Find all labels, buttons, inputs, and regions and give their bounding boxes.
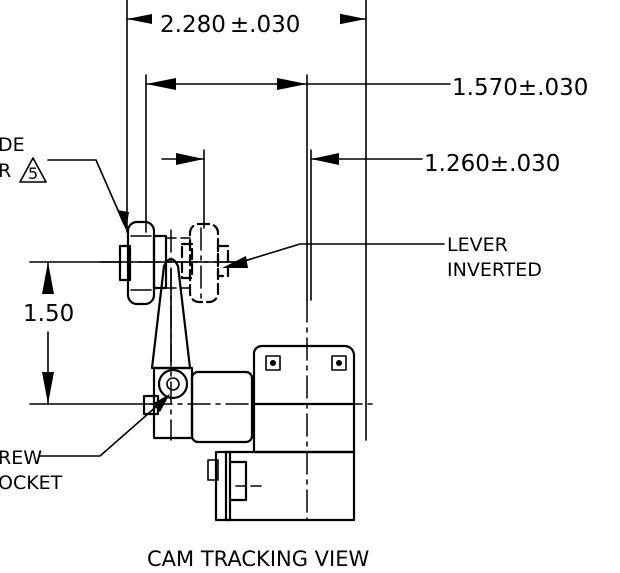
flag-note-number: 5 [28,164,38,183]
screw-note-line1: REW [0,447,42,469]
roller-solid [118,220,168,306]
roller-inverted [165,222,230,304]
dimension-vertical: 1.50 [23,261,241,405]
center-lines [99,227,373,521]
lever-note-line2: INVERTED [447,259,542,281]
screw-note-line2: OCKET [0,472,63,494]
lever-note: LEVER INVERTED [222,234,542,281]
dimension-center: 1.260±.030 [161,151,560,177]
svg-text:2.280±.030: 2.280±.030 [160,12,300,38]
switch-body [190,344,356,522]
svg-text:1.260±.030: 1.260±.030 [424,151,560,177]
dim-overall-value: 2.280 [160,12,226,38]
view-caption: CAM TRACKING VIEW [147,547,369,571]
dim-overall-tolerance: ±.030 [230,12,300,38]
dim-roller-tolerance: ±.030 [518,75,588,101]
side-note: DE R 5 [0,134,129,230]
side-note-line1: DE [0,134,25,156]
flag-triangle-icon [19,157,47,183]
dimension-overall: 2.280±.030 [126,5,367,38]
dim-center-value: 1.260 [424,151,490,177]
dim-vertical-value: 1.50 [23,301,74,327]
dimension-roller: 1.570±.030 [145,75,588,101]
svg-text:1.570±.030: 1.570±.030 [452,75,588,101]
side-note-line2: R [0,160,11,182]
dim-center-tolerance: ±.030 [490,151,560,177]
dim-roller-value: 1.570 [452,75,518,101]
screw-note: REW OCKET [0,394,170,494]
extension-lines [126,0,367,441]
lever-note-line1: LEVER [447,234,508,256]
